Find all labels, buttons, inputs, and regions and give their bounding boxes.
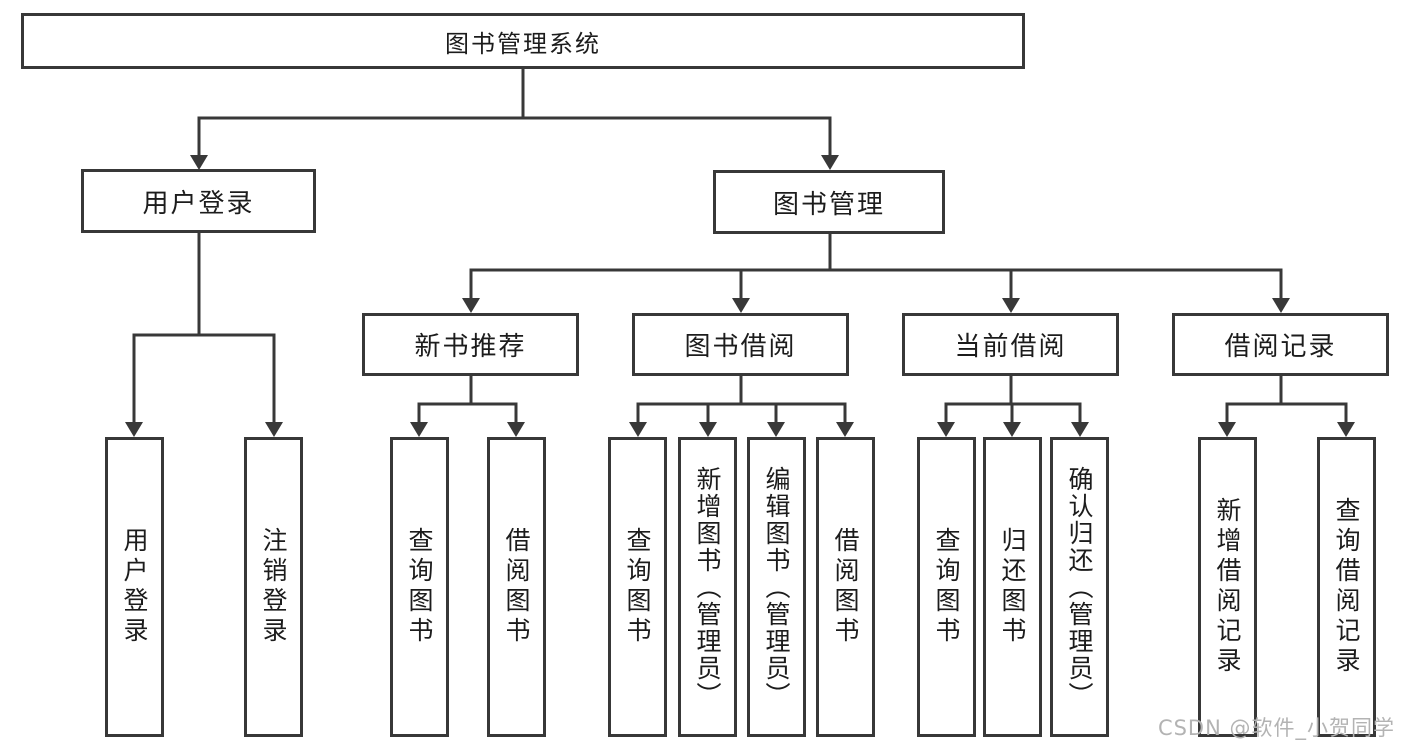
- leaf-recommend-borrow-books-label: 借阅图书: [502, 527, 531, 647]
- connector-bookborrow-group: [636, 376, 847, 425]
- leaf-add-books-admin: 新增图书（管理员）: [678, 437, 737, 737]
- node-book-borrowing: 图书借阅: [632, 313, 849, 376]
- connector-records-group: [1225, 376, 1348, 425]
- leaf-add-borrow-record-label: 新增借阅记录: [1213, 497, 1242, 677]
- leaf-logout-label: 注销登录: [259, 527, 288, 647]
- connector-bookmgmt-to-level3: [469, 234, 1283, 301]
- node-root-system: 图书管理系统: [21, 13, 1025, 69]
- node-user-login-label: 用户登录: [142, 188, 255, 219]
- leaf-logout: 注销登录: [244, 437, 303, 737]
- leaf-query-borrow-record-label: 查询借阅记录: [1332, 497, 1361, 677]
- leaf-query-borrow-record: 查询借阅记录: [1317, 437, 1376, 737]
- leaf-confirm-return-admin-label: 确认归还（管理员）: [1065, 465, 1094, 709]
- connector-newbooks-group: [417, 376, 518, 425]
- leaf-add-borrow-record: 新增借阅记录: [1198, 437, 1257, 737]
- leaf-confirm-return-admin: 确认归还（管理员）: [1050, 437, 1109, 737]
- leaf-return-books: 归还图书: [983, 437, 1042, 737]
- leaf-user-login: 用户登录: [105, 437, 164, 737]
- leaf-edit-books-admin-label: 编辑图书（管理员）: [762, 465, 791, 709]
- leaf-borrow-query-books-label: 查询图书: [623, 527, 652, 647]
- leaf-borrow-books-label: 借阅图书: [831, 527, 860, 647]
- leaf-recommend-borrow-books: 借阅图书: [487, 437, 546, 737]
- leaf-current-query-books-label: 查询图书: [932, 527, 961, 647]
- node-root-label: 图书管理系统: [445, 29, 601, 58]
- leaf-edit-books-admin: 编辑图书（管理员）: [747, 437, 806, 737]
- connector-login-group: [132, 233, 276, 425]
- watermark: CSDN @软件_小贺同学: [1157, 716, 1395, 740]
- node-book-management-label: 图书管理: [772, 189, 885, 220]
- node-new-book-recommend-label: 新书推荐: [414, 332, 527, 362]
- leaf-add-books-admin-label: 新增图书（管理员）: [693, 465, 722, 709]
- leaf-recommend-query-books: 查询图书: [390, 437, 449, 737]
- leaf-user-login-label: 用户登录: [120, 527, 149, 647]
- node-new-book-recommend: 新书推荐: [362, 313, 579, 376]
- node-book-borrowing-label: 图书借阅: [684, 332, 797, 362]
- connector-root-to-level2: [197, 69, 832, 158]
- connector-currentborrow-group: [944, 376, 1082, 425]
- leaf-return-books-label: 归还图书: [998, 527, 1027, 647]
- node-borrow-records-label: 借阅记录: [1224, 332, 1337, 362]
- node-current-borrowing-label: 当前借阅: [954, 332, 1067, 362]
- node-book-management: 图书管理: [713, 170, 945, 234]
- leaf-borrow-books: 借阅图书: [816, 437, 875, 737]
- leaf-recommend-query-books-label: 查询图书: [405, 527, 434, 647]
- node-current-borrowing: 当前借阅: [902, 313, 1119, 376]
- leaf-borrow-query-books: 查询图书: [608, 437, 667, 737]
- leaf-current-query-books: 查询图书: [917, 437, 976, 737]
- node-user-login: 用户登录: [81, 169, 316, 233]
- arrowheads: [125, 155, 1355, 437]
- node-borrow-records: 借阅记录: [1172, 313, 1389, 376]
